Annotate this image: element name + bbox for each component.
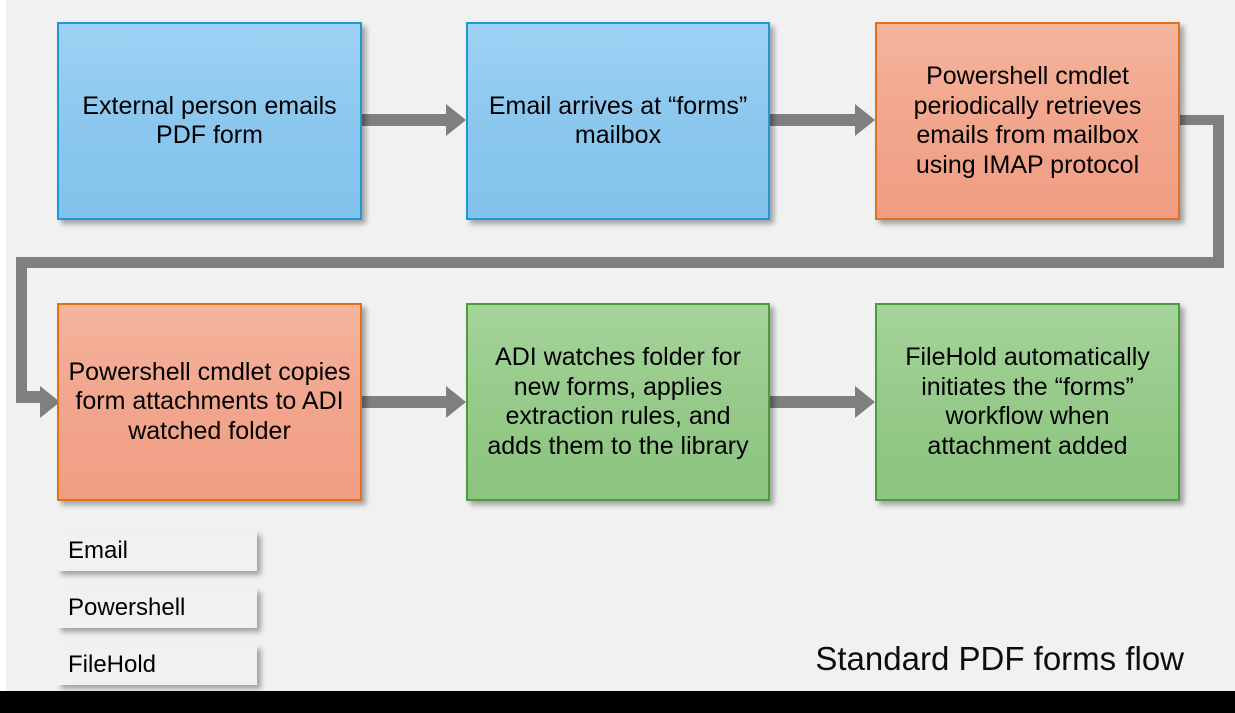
connector-arrow-3-to-4-down-right [1213,115,1225,268]
connector-arrow-3-to-4-head [16,386,62,418]
legend-item-email[interactable]: Email [57,531,257,571]
flow-node-filehold-workflow[interactable]: FileHold automatically initiates the “fo… [875,303,1180,501]
diagram-title: Standard PDF forms flow [815,640,1184,677]
flow-node-label: External person emails PDF form [82,91,337,150]
legend-item-powershell[interactable]: Powershell [57,588,257,628]
canvas-left-edge [0,0,6,691]
legend-item-label: Email [68,537,129,564]
legend-item-filehold[interactable]: FileHold [57,645,257,685]
flow-node-powershell-copies[interactable]: Powershell cmdlet copies form attachment… [57,303,362,501]
canvas-bottom-bar [0,691,1235,713]
legend-item-label: FileHold [68,651,157,678]
flow-node-label: FileHold automatically initiates the “fo… [905,343,1150,460]
flow-node-powershell-retrieves[interactable]: Powershell cmdlet periodically retrieves… [875,22,1180,220]
connector-arrow-3-to-4 [1178,110,1228,130]
flow-node-label: ADI watches folder for new forms, applie… [487,343,749,460]
connector-arrow-3-to-4-horizontal [16,257,1224,269]
connector-arrow-3-to-4-down-left [16,262,28,397]
connector-arrow-2-to-3 [770,104,877,136]
flow-node-label: Email arrives at “forms” mailbox [488,91,748,150]
connector-arrow-1-to-2 [362,104,468,136]
flow-node-adi-watches[interactable]: ADI watches folder for new forms, applie… [466,303,770,501]
flow-node-email-arrives[interactable]: Email arrives at “forms” mailbox [466,22,770,220]
flow-node-label: Powershell cmdlet periodically retrieves… [913,62,1142,179]
connector-arrow-5-to-6 [770,386,877,418]
flow-node-external-person[interactable]: External person emails PDF form [57,22,362,220]
legend-item-label: Powershell [68,594,186,621]
connector-arrow-4-to-5 [362,386,468,418]
flow-node-label: Powershell cmdlet copies form attachment… [68,357,351,445]
